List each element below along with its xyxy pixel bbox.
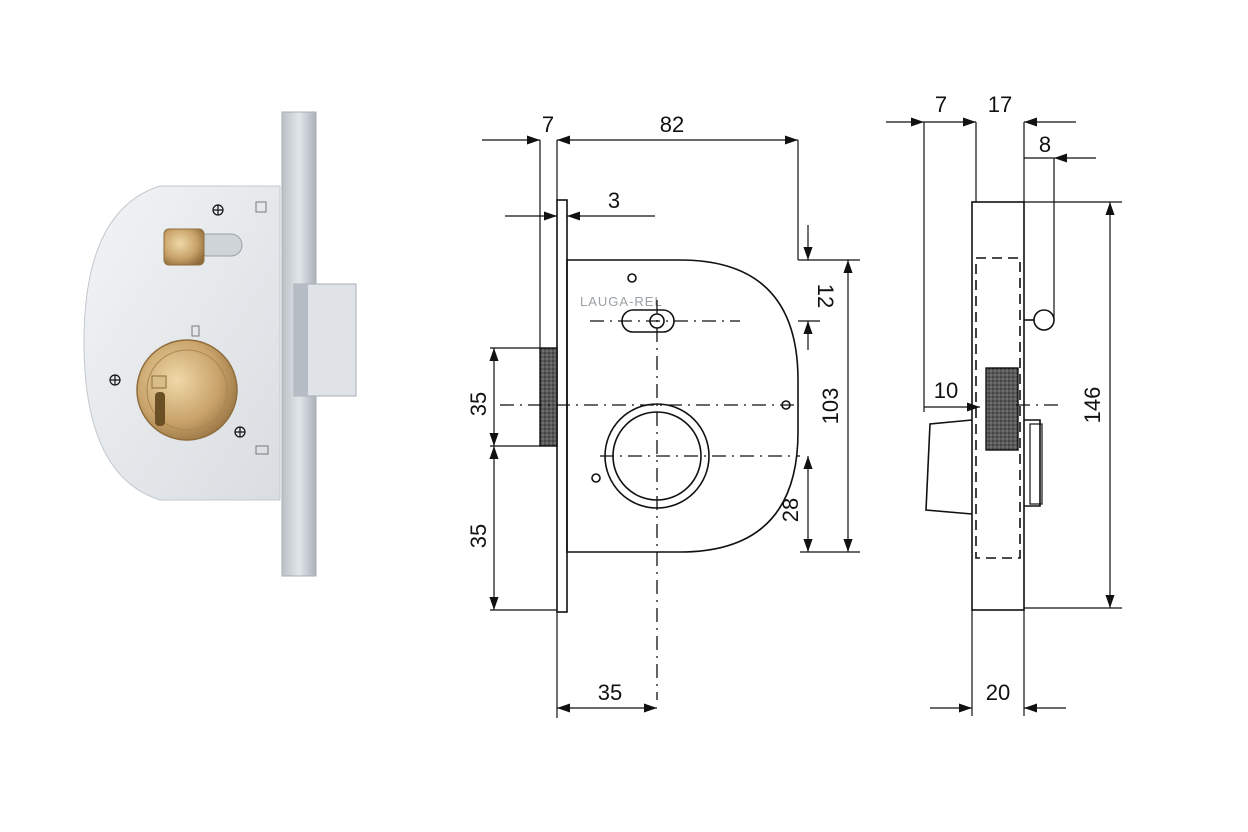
dim-bolt-projection: 10 [934, 378, 958, 403]
dim-backset: 35 [598, 680, 622, 705]
dim-total-height: 146 [1080, 387, 1105, 424]
dim-lower-35: 35 [466, 524, 491, 548]
dim-case-height: 103 [818, 388, 843, 425]
dim-depth: 82 [660, 112, 684, 137]
side-view-drawing [925, 201, 1064, 611]
dim-knob-offset: 8 [1039, 132, 1051, 157]
dim-edge-offset: 3 [608, 188, 620, 213]
front-view-drawing: LAUGA-REL [500, 199, 800, 700]
lock-product-illustration [83, 111, 357, 577]
brand-mark: LAUGA-REL [580, 294, 663, 309]
dim-bolt-to-top: 12 [813, 284, 838, 308]
dim-body-width: 17 [988, 92, 1012, 117]
dim-faceplate-thickness: 7 [542, 112, 554, 137]
dim-upper-35: 35 [466, 392, 491, 416]
dim-total-width: 20 [986, 680, 1010, 705]
screw-icon [109, 204, 246, 438]
dim-cylinder-to-bottom: 28 [778, 498, 803, 522]
side-dimension-lines: 7 17 8 10 146 20 [886, 92, 1122, 716]
front-dimension-lines: 7 82 3 12 103 28 35 35 35 [466, 112, 860, 718]
dim-side-faceplate: 7 [935, 92, 947, 117]
